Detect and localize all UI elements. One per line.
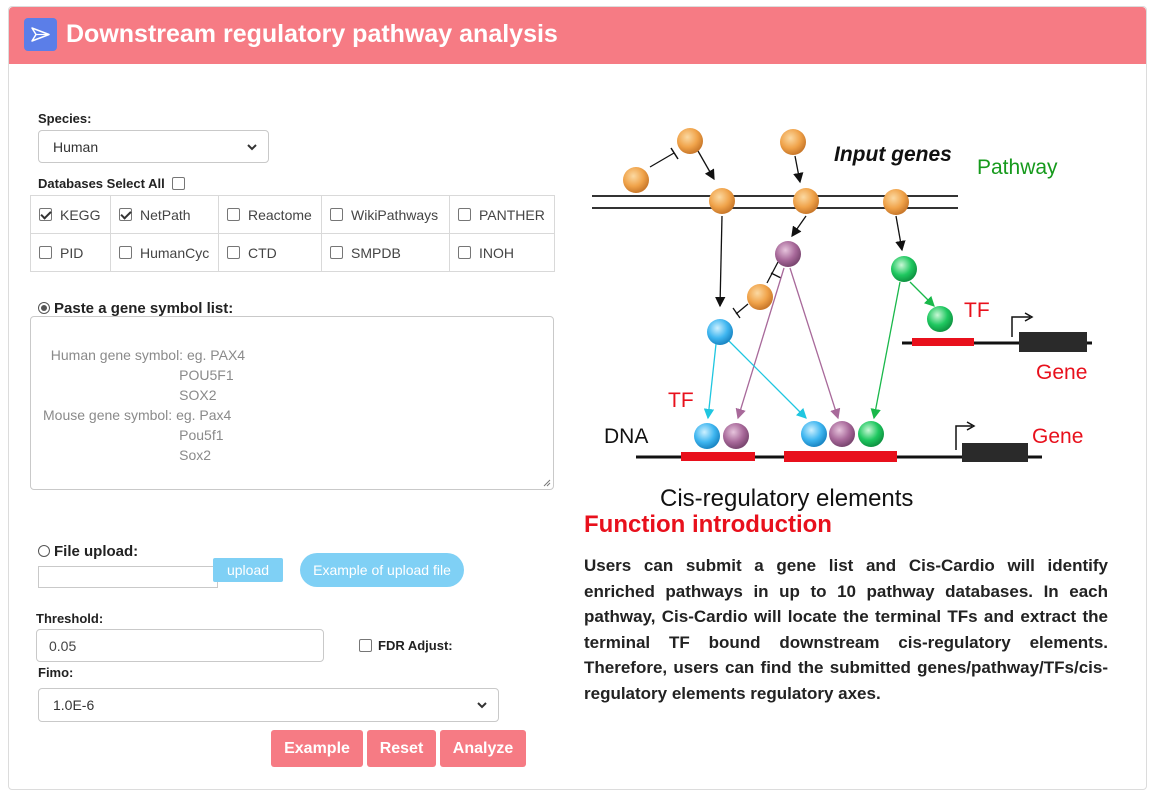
file-upload-label: File upload:: [54, 543, 139, 560]
chevron-down-icon: [477, 702, 487, 709]
threshold-input[interactable]: 0.05: [36, 629, 324, 662]
databases-table: KEGG NetPath Reactome WikiPathways PANTH…: [30, 195, 555, 272]
resize-handle-icon[interactable]: [541, 477, 551, 487]
select-all-checkbox[interactable]: [172, 176, 186, 190]
db-smpdb[interactable]: SMPDB: [321, 233, 450, 272]
pathway-label: Pathway: [977, 156, 1058, 179]
gene-label-right: Gene: [1036, 361, 1087, 384]
db-inoh[interactable]: INOH: [449, 233, 555, 272]
databases-label: Databases Select All: [38, 176, 186, 191]
threshold-value: 0.05: [49, 637, 77, 654]
molecule: [747, 284, 773, 310]
example-button[interactable]: Example: [271, 730, 363, 767]
molecule: [883, 189, 909, 215]
molecule: [709, 188, 735, 214]
molecule: [858, 421, 884, 447]
species-select[interactable]: Human: [38, 130, 269, 163]
gene-list-textarea[interactable]: Human gene symbol: eg. PAX4 POU5F1 SOX2 …: [30, 316, 554, 490]
db-humancyc[interactable]: HumanCyc: [110, 233, 219, 272]
db-ctd[interactable]: CTD: [218, 233, 322, 272]
checkbox-humancyc[interactable]: [119, 246, 132, 260]
paste-option[interactable]: Paste a gene symbol list:: [38, 300, 233, 317]
pathway-diagram: Input genes Pathway TF Gene TF DNA Gene …: [592, 128, 1092, 512]
fimo-select[interactable]: 1.0E-6: [38, 688, 499, 722]
checkbox-ctd[interactable]: [227, 246, 240, 260]
file-input[interactable]: [38, 566, 218, 588]
paste-label: Paste a gene symbol list:: [54, 300, 234, 317]
function-intro-title: Function introduction: [584, 511, 832, 538]
checkbox-reactome[interactable]: [227, 208, 240, 222]
analyze-button[interactable]: Analyze: [440, 730, 526, 767]
molecule: [677, 128, 703, 154]
fdr-adjust[interactable]: FDR Adjust:: [359, 638, 453, 653]
db-netpath[interactable]: NetPath: [110, 195, 219, 234]
paper-plane-icon: [24, 18, 57, 51]
chevron-down-icon: [247, 143, 257, 150]
reset-button[interactable]: Reset: [367, 730, 436, 767]
checkbox-smpdb[interactable]: [330, 246, 343, 260]
input-genes-label: Input genes: [834, 143, 952, 166]
db-pid[interactable]: PID: [30, 233, 111, 272]
gene-list-placeholder: Human gene symbol: eg. PAX4 POU5F1 SOX2 …: [43, 347, 246, 463]
threshold-label: Threshold:: [36, 611, 104, 626]
db-panther[interactable]: PANTHER: [449, 195, 555, 234]
paste-radio[interactable]: [38, 301, 50, 314]
cis-regulatory-label: Cis-regulatory elements: [660, 485, 913, 512]
checkbox-netpath[interactable]: [119, 208, 132, 222]
fimo-label: Fimo:: [38, 665, 74, 680]
db-kegg[interactable]: KEGG: [30, 195, 111, 234]
checkbox-pid[interactable]: [39, 246, 52, 260]
example-upload-file-button[interactable]: Example of upload file: [300, 553, 464, 587]
molecule: [793, 188, 819, 214]
molecule: [780, 129, 806, 155]
function-intro-text: Users can submit a gene list and Cis-Car…: [584, 556, 1108, 703]
fimo-value: 1.0E-6: [53, 697, 95, 713]
molecule: [694, 423, 720, 449]
molecule: [623, 167, 649, 193]
dna-label: DNA: [604, 425, 648, 448]
molecule: [723, 423, 749, 449]
checkbox-wikipathways[interactable]: [330, 208, 343, 222]
gene-label-bottom: Gene: [1032, 425, 1083, 448]
file-upload-radio[interactable]: [38, 544, 50, 557]
fdr-label: FDR Adjust:: [378, 638, 453, 653]
checkbox-inoh[interactable]: [458, 246, 471, 260]
db-reactome[interactable]: Reactome: [218, 195, 322, 234]
tf-label-left: TF: [668, 389, 694, 412]
panel-header: Downstream regulatory pathway analysis: [9, 7, 1146, 64]
molecule: [891, 256, 917, 282]
species-value: Human: [53, 138, 99, 155]
molecule: [775, 241, 801, 267]
checkbox-panther[interactable]: [458, 208, 471, 222]
molecule: [801, 421, 827, 447]
upload-button[interactable]: upload: [213, 558, 283, 582]
checkbox-kegg[interactable]: [39, 208, 52, 222]
fdr-checkbox[interactable]: [359, 638, 372, 652]
molecule: [829, 421, 855, 447]
file-upload-option[interactable]: File upload:: [38, 543, 138, 560]
molecule: [707, 319, 733, 345]
page-title: Downstream regulatory pathway analysis: [66, 20, 558, 48]
molecule: [927, 306, 953, 332]
db-wikipathways[interactable]: WikiPathways: [321, 195, 450, 234]
databases-select-all-label: Databases Select All: [38, 176, 165, 191]
species-label: Species:: [38, 111, 92, 126]
tf-label-right: TF: [964, 299, 990, 322]
